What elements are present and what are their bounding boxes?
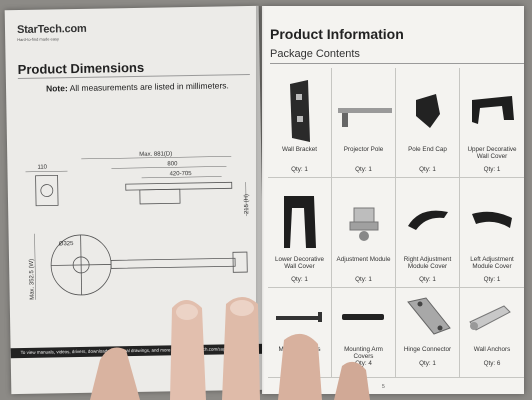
item-qty: Qty: 1: [483, 276, 501, 283]
item-name: Right Adjustment Module Cover: [403, 256, 452, 270]
adjustment-module-image: [349, 207, 379, 241]
list-item: Lower Decorative Wall Cover Qty: 1: [268, 178, 332, 288]
item-qty: Qty: 4: [355, 360, 372, 367]
dim-max-depth-label: Max. 881(D): [139, 151, 172, 158]
list-item: Wall Anchors Qty: 6: [460, 288, 524, 378]
section-title: Product Information: [270, 26, 404, 42]
list-item: Hinge Connector Qty: 1: [396, 288, 460, 378]
item-name: Adjustment Module: [336, 256, 391, 263]
item-qty: Qty: 1: [355, 166, 372, 173]
list-item: Upper Decorative Wall Cover Qty: 1: [460, 68, 524, 178]
logo-tagline: Hard-to-find made easy: [17, 36, 60, 43]
adjustment-module-drawing: [139, 188, 181, 205]
list-item: Pole End Cap Qty: 1: [396, 68, 460, 178]
list-item: Wall Bracket Qty: 1: [268, 68, 332, 178]
left-page: StarTech.com Hard-to-find made easy Prod…: [4, 5, 266, 395]
hand-holding-booklet: [90, 297, 370, 400]
item-name: Left Adjustment Module Cover: [470, 256, 514, 270]
item-qty: Qty: 6: [483, 360, 501, 367]
item-name: Lower Decorative Wall Cover: [275, 256, 324, 270]
item-qty: Qty: 1: [355, 276, 372, 283]
dim-height-label: 215 (H): [244, 194, 250, 214]
note-label: Note:: [45, 83, 68, 94]
hinge-connector-image: [407, 297, 451, 335]
dim-line-height: [245, 182, 247, 217]
item-qty: Qty: 1: [419, 360, 436, 367]
item-qty: Qty: 1: [291, 166, 308, 173]
dim-max-width-label: Max. 352.5 (W): [29, 259, 36, 300]
item-name: Mounting Arm Covers: [344, 346, 383, 360]
pole-top-view: [110, 257, 236, 269]
dim-line-max-depth: [81, 156, 232, 160]
right-page: Product Information Package Contents Wal…: [262, 6, 524, 394]
projector-pole-image: [338, 108, 392, 127]
page-number: 5: [382, 384, 385, 390]
arm-horizontal: [51, 264, 112, 266]
logo-text: StarTech.com: [16, 22, 87, 37]
left-module-cover-image: [472, 211, 512, 228]
section-subtitle: Package Contents: [270, 48, 360, 60]
dim-line-110: [25, 170, 68, 173]
wall-anchors-image: [469, 305, 511, 331]
dim-110-label: 110: [37, 165, 47, 171]
dim-line-800: [111, 166, 227, 169]
dim-line-range: [141, 176, 222, 179]
dimension-diagram: 110 Max. 881(D) 800 420-705 215 (H) Max.…: [25, 151, 250, 300]
list-item: Right Adjustment Module Cover Qty: 1: [396, 178, 460, 288]
item-name: Projector Pole: [343, 146, 384, 153]
item-name: Hinge Connector: [403, 346, 452, 353]
startech-logo: StarTech.com Hard-to-find made easy: [17, 23, 87, 42]
item-qty: Qty: 1: [291, 276, 308, 283]
item-qty: Qty: 1: [483, 166, 501, 173]
dim-range-label: 420-705: [170, 171, 193, 177]
list-item: Adjustment Module Qty: 1: [332, 178, 396, 288]
item-name: Pole End Cap: [408, 146, 447, 153]
mounting-arms-image: [276, 312, 322, 322]
page-title: Product Dimensions: [17, 59, 145, 78]
pole-end-cap-image: [416, 94, 440, 128]
item-qty: Qty: 1: [419, 166, 436, 173]
upper-wall-cover-image: [472, 96, 514, 124]
item-qty: Qty: 1: [419, 276, 436, 283]
list-item: Projector Pole Qty: 1: [332, 68, 396, 178]
wall-bracket-image: [290, 80, 310, 142]
right-module-cover-image: [408, 210, 448, 230]
bracket-circle: [40, 184, 54, 197]
bracket-top-view: [232, 251, 248, 273]
mounting-arm-covers-image: [342, 314, 384, 320]
list-item: Left Adjustment Module Cover Qty: 1: [460, 178, 524, 288]
measurement-note: Note: All measurements are listed in mil…: [46, 80, 229, 93]
lower-wall-cover-image: [284, 196, 316, 248]
dim-line-max-width: [34, 233, 36, 300]
dim-800-label: 800: [167, 161, 178, 167]
item-name: Wall Anchors: [473, 346, 511, 353]
item-name: Upper Decorative Wall Cover: [467, 146, 517, 160]
note-text: All measurements are listed in millimete…: [67, 80, 229, 94]
dim-diameter-label: Ø325: [59, 241, 74, 247]
bracket-side-view: [35, 174, 59, 207]
package-contents-grid: Wall Bracket Qty: 1 Projector Pole Qty: …: [268, 68, 524, 378]
item-name: Wall Bracket: [281, 146, 318, 153]
subtitle-divider: [270, 63, 524, 64]
